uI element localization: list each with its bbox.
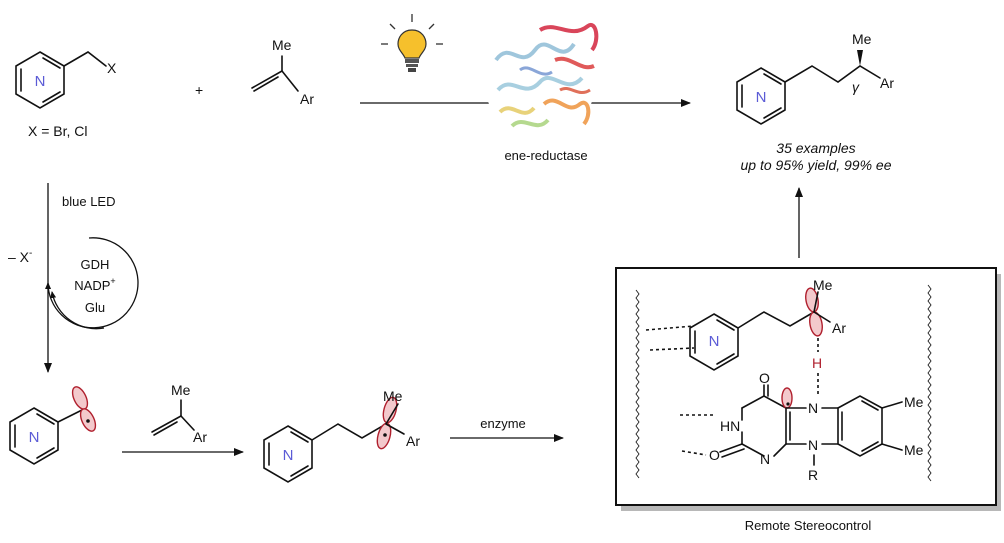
stereo-wedge bbox=[857, 50, 863, 66]
cofactor-cycle: GDH NADP+ Glu bbox=[45, 237, 139, 330]
flavin-oxygen-top: O bbox=[759, 370, 770, 386]
intermediate-ring-nitrogen: N bbox=[283, 447, 294, 464]
protein-wall-left bbox=[635, 289, 640, 479]
alkene-aryl: Ar bbox=[300, 91, 314, 107]
halide-loss-label: – X- bbox=[8, 248, 32, 265]
halide-note: X = Br, Cl bbox=[28, 123, 88, 139]
leaving-group-x: X bbox=[107, 60, 117, 76]
radical-intermediate: N Me Ar bbox=[263, 388, 420, 483]
alkene-reagent: Me Ar bbox=[251, 37, 314, 107]
flavin-methyl-1: Me bbox=[904, 394, 924, 410]
box-ring-nitrogen: N bbox=[709, 333, 720, 350]
cycle-gdh: GDH bbox=[81, 257, 110, 272]
flavin-n5: N bbox=[808, 400, 818, 416]
bottom-alkene-aryl: Ar bbox=[193, 429, 207, 445]
plus-sign: + bbox=[195, 82, 203, 98]
intermediate-aryl: Ar bbox=[406, 433, 420, 449]
flavin-hn: HN bbox=[720, 418, 740, 434]
box-caption: Remote Stereocontrol bbox=[745, 518, 872, 533]
gamma-label: γ bbox=[852, 79, 860, 95]
product-aryl: Ar bbox=[880, 75, 894, 91]
product-methyl: Me bbox=[852, 31, 872, 47]
light-bulb-icon bbox=[381, 14, 443, 72]
flavin-n1: N bbox=[760, 451, 770, 467]
pyridyl-radical: N bbox=[9, 386, 97, 465]
ene-reductase-protein-image bbox=[484, 22, 599, 138]
bottom-alkene: Me Ar bbox=[151, 382, 207, 445]
ring-nitrogen: N bbox=[35, 73, 46, 90]
radical-ring-nitrogen: N bbox=[29, 429, 40, 446]
orbital-lobe bbox=[71, 386, 89, 410]
intermediate-methyl: Me bbox=[383, 388, 403, 404]
flavin-n10: N bbox=[808, 437, 818, 453]
alkene-methyl: Me bbox=[272, 37, 292, 53]
flavin-r: R bbox=[808, 467, 818, 483]
flavin-methyl-2: Me bbox=[904, 442, 924, 458]
blue-led-label: blue LED bbox=[62, 194, 115, 209]
enzyme-label: ene-reductase bbox=[504, 148, 587, 163]
cycle-glu: Glu bbox=[85, 300, 105, 315]
hydride-label: H bbox=[812, 355, 822, 371]
cycle-nadp: NADP+ bbox=[74, 276, 115, 293]
stereocontrol-box: N Me Ar H O HN O N bbox=[615, 267, 1001, 511]
product-ring-nitrogen: N bbox=[756, 89, 767, 106]
bottom-alkene-methyl: Me bbox=[171, 382, 191, 398]
box-aryl: Ar bbox=[832, 320, 846, 336]
scope-examples: 35 examples bbox=[776, 140, 855, 156]
product-molecule: N Me Ar γ bbox=[736, 31, 894, 125]
enzyme-step-label: enzyme bbox=[480, 416, 526, 431]
flavin-oxygen-left: O bbox=[709, 447, 720, 463]
scope-yield: up to 95% yield, 99% ee bbox=[741, 157, 892, 173]
protein-wall-right bbox=[927, 284, 932, 482]
box-methyl: Me bbox=[813, 277, 833, 293]
reactant-pyridine: N X X = Br, Cl bbox=[15, 51, 117, 139]
